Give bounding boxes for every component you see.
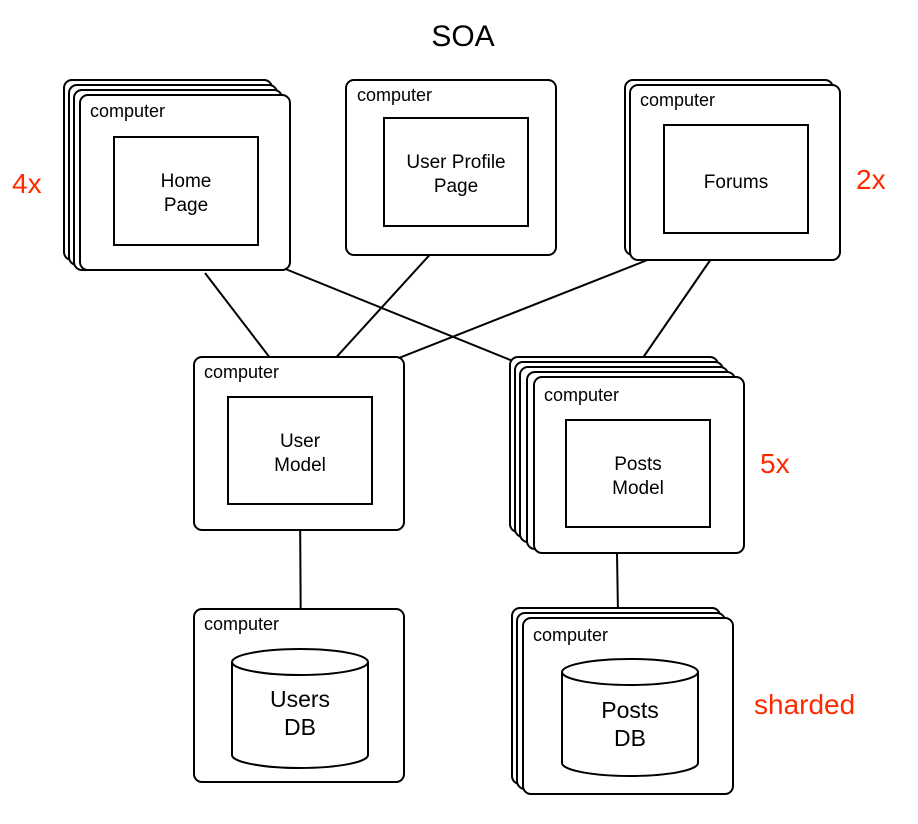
- database-cylinder-icon: [231, 648, 369, 769]
- annotation-posts-model-replicas: 5x: [760, 448, 790, 479]
- database-name-line2: DB: [614, 725, 646, 751]
- service-box: [663, 124, 809, 234]
- service-name-line1: Posts: [614, 454, 662, 475]
- service-name-line1: User: [280, 431, 321, 452]
- computer-label: computer: [90, 101, 165, 121]
- computer-home-page: computer Home Page: [63, 79, 291, 271]
- database-cylinder-icon: [561, 658, 699, 777]
- annotation-home-replicas: 4x: [12, 168, 42, 199]
- annotation-forums-replicas: 2x: [856, 164, 886, 195]
- cylinder-top: [231, 648, 369, 676]
- computer-forums: computer Forums: [624, 79, 841, 261]
- cylinder-body: [231, 662, 369, 769]
- edge-posts-model-posts-db: [616, 552, 619, 615]
- service-name: Forums: [704, 172, 768, 193]
- edge-home-posts-model: [282, 267, 541, 373]
- database-name-line1: Posts: [601, 697, 659, 723]
- service-box: [227, 396, 373, 505]
- computer-user-profile-page: computer User Profile Page: [345, 79, 557, 256]
- service-name-line1: User Profile: [406, 152, 505, 173]
- service-name-line2: Model: [612, 478, 664, 499]
- computer-label: computer: [357, 85, 432, 105]
- edge-forums-posts-model: [639, 258, 712, 363]
- computer-label: computer: [640, 90, 715, 110]
- annotation-posts-db-sharded: sharded: [754, 689, 855, 720]
- service-box: [113, 136, 259, 246]
- computer-label: computer: [544, 385, 619, 405]
- computer-posts-model: computer Posts Model: [509, 356, 745, 554]
- computer-label: computer: [533, 625, 608, 645]
- service-box: [383, 117, 529, 227]
- diagram-title: SOA: [431, 20, 494, 53]
- computer-posts-db: computer Posts DB: [511, 607, 734, 795]
- database-name-line1: Users: [270, 686, 330, 712]
- computer-label: computer: [204, 362, 279, 382]
- computer-user-model: computer User Model: [193, 356, 405, 531]
- computer-users-db: computer Users DB: [193, 608, 405, 783]
- cylinder-body: [561, 672, 699, 777]
- cylinder-top: [561, 658, 699, 686]
- service-box: [565, 419, 711, 528]
- service-name-line2: Page: [164, 195, 208, 216]
- service-name-line2: Model: [274, 455, 326, 476]
- service-name-line2: Page: [434, 176, 478, 197]
- service-name-line1: Home: [161, 171, 212, 192]
- database-name-line2: DB: [284, 714, 316, 740]
- computer-label: computer: [204, 614, 279, 634]
